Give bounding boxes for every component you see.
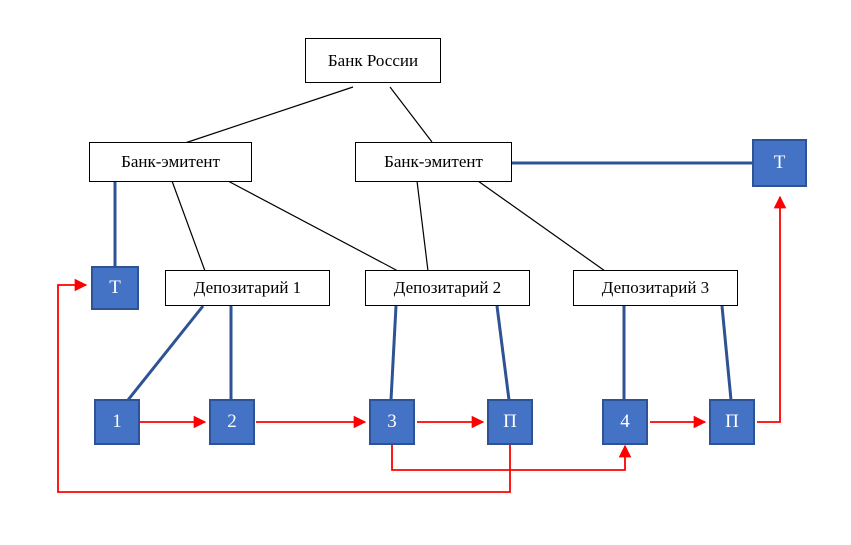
square-node-3-label: 3 <box>387 411 397 432</box>
node-depository-1-label: Депозитарий 1 <box>193 278 302 297</box>
square-node-4-label: 4 <box>620 411 630 432</box>
square-node-4[interactable]: 4 <box>602 399 648 445</box>
edge-issuer2-to-dep2 <box>416 180 429 272</box>
flow-3-to-4-return <box>391 444 632 471</box>
node-depository-1[interactable]: Депозитарий 1 <box>165 270 330 306</box>
edge-cb-to-issuer2 <box>389 86 433 143</box>
edge-dep2-to-node3 <box>389 305 398 401</box>
node-issuer-bank-1-label: Банк-эмитент <box>121 152 220 171</box>
square-node-2[interactable]: 2 <box>209 399 255 445</box>
flow-edges <box>57 195 787 493</box>
square-p-left-label: П <box>503 411 517 432</box>
ownership-edges <box>113 161 752 401</box>
node-central-bank-label: Банк России <box>327 50 419 70</box>
square-node-2-label: 2 <box>227 411 237 432</box>
edge-cb-to-issuer1 <box>184 86 354 144</box>
node-issuer-bank-2[interactable]: Банк-эмитент <box>355 142 512 182</box>
edge-dep1-to-node1 <box>126 305 205 401</box>
node-depository-2-label: Депозитарий 2 <box>393 278 502 297</box>
square-p-left[interactable]: П <box>487 399 533 445</box>
square-node-1[interactable]: 1 <box>94 399 140 445</box>
node-depository-2[interactable]: Депозитарий 2 <box>365 270 530 306</box>
square-t-left-label: Т <box>109 277 121 298</box>
flow-p-left-to-t-left <box>57 278 511 493</box>
edge-issuer1-to-dep2 <box>227 180 399 272</box>
square-node-1-label: 1 <box>112 411 122 432</box>
edge-dep2-to-p-left <box>495 305 511 401</box>
node-depository-3-label: Депозитарий 3 <box>601 278 710 297</box>
square-t-right[interactable]: Т <box>752 139 807 187</box>
node-central-bank[interactable]: Банк России <box>305 38 441 83</box>
edge-dep3-to-p-right <box>720 305 733 401</box>
square-t-left[interactable]: Т <box>91 266 139 310</box>
hierarchy-edges <box>171 86 606 272</box>
node-issuer-bank-2-label: Банк-эмитент <box>384 152 483 171</box>
square-p-right-label: П <box>725 411 739 432</box>
square-t-right-label: Т <box>773 152 786 173</box>
edge-issuer2-to-dep3 <box>477 180 606 272</box>
edge-issuer1-to-dep1 <box>171 180 206 272</box>
square-node-3[interactable]: 3 <box>369 399 415 445</box>
flow-p-right-to-t-right <box>757 195 787 423</box>
square-p-right[interactable]: П <box>709 399 755 445</box>
node-issuer-bank-1[interactable]: Банк-эмитент <box>89 142 252 182</box>
node-depository-3[interactable]: Депозитарий 3 <box>573 270 738 306</box>
